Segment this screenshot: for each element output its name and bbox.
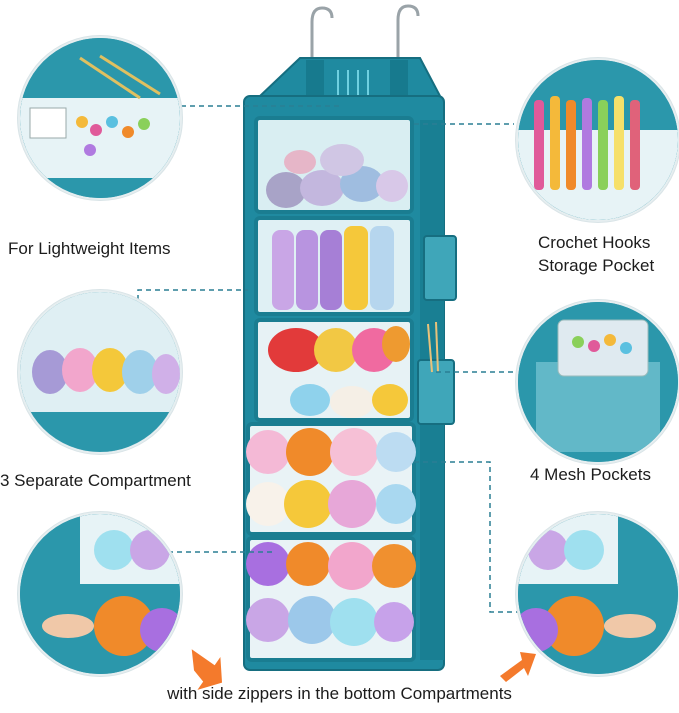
detail-circle-top-left [18,36,182,200]
hanger-hook-icon [310,4,420,58]
callout-mesh-pockets: 4 Mesh Pockets [530,465,651,484]
detail-circle-bottom-left [18,512,182,676]
callout-crochet-hooks-line2: Storage Pocket [538,256,655,275]
callout-lightweight-items: For Lightweight Items [8,239,171,258]
callout-separate-compartment: 3 Separate Compartment [0,471,191,490]
detail-circle-top-right [516,58,679,222]
bottom-caption: with side zippers in the bottom Compartm… [167,684,512,703]
detail-circle-middle-right [516,300,679,464]
pointer-arrow-icon [191,649,536,690]
callout-crochet-hooks-line1: Crochet Hooks [538,233,651,252]
detail-circle-bottom-right [516,512,679,676]
detail-circle-middle-left [18,290,182,454]
